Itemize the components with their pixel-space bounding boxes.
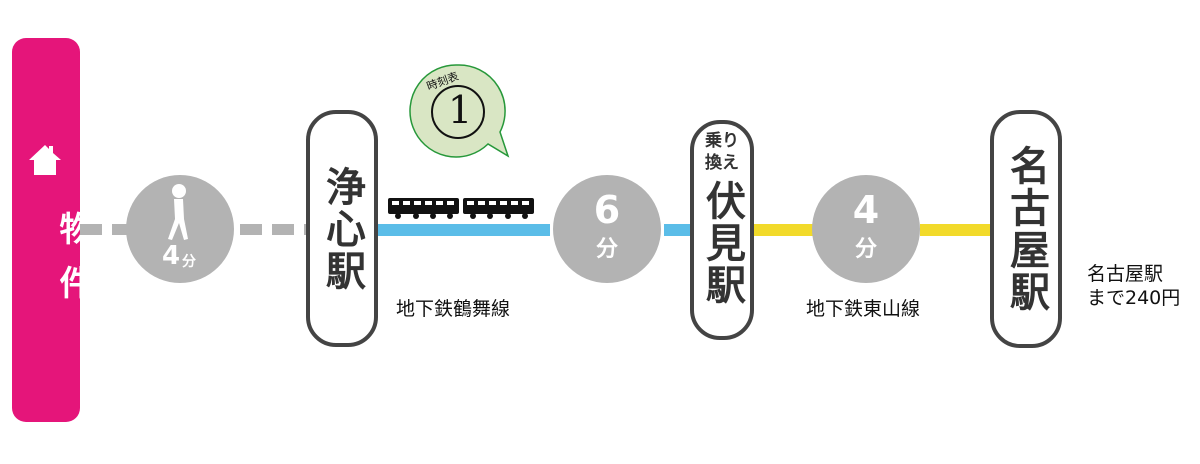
station-fushimi: 乗り換え 伏見駅 bbox=[690, 120, 754, 340]
timetable-number: 1 bbox=[448, 88, 473, 132]
station-joshin: 浄心駅 bbox=[306, 110, 378, 347]
house-icon bbox=[29, 145, 61, 175]
ride-minutes: 6 bbox=[593, 188, 621, 232]
walk-time-circle: 4 分 bbox=[126, 175, 234, 283]
ride-time-circle-2: 4 分 bbox=[812, 175, 920, 283]
higashiyama-line-end bbox=[920, 224, 990, 236]
tsurumai-line-end bbox=[664, 224, 690, 236]
train-icon bbox=[388, 198, 534, 219]
ride-time-circle-1: 6 分 bbox=[553, 175, 661, 283]
fare-line-1: 名古屋駅 bbox=[1087, 263, 1164, 285]
tsurumai-line bbox=[378, 224, 550, 236]
walk-minutes: 4 bbox=[162, 241, 181, 271]
ride-minutes: 4 bbox=[852, 188, 880, 232]
fare-info: 名古屋駅 まで240円 bbox=[1087, 262, 1180, 310]
walking-person-icon bbox=[168, 184, 188, 240]
ride-unit: 分 bbox=[595, 237, 618, 262]
timetable-bubble[interactable] bbox=[408, 62, 513, 160]
transfer-label: 乗り換え bbox=[705, 131, 739, 173]
origin-bar bbox=[12, 38, 80, 422]
walk-unit: 分 bbox=[182, 254, 196, 270]
station-nagoya: 名古屋駅 bbox=[990, 110, 1062, 348]
station-name: 浄心駅 bbox=[319, 165, 365, 292]
station-name: 伏見駅 bbox=[699, 180, 745, 306]
line-name-higashiyama: 地下鉄東山線 bbox=[806, 298, 921, 320]
origin-label: 物件 bbox=[53, 211, 93, 319]
higashiyama-line bbox=[754, 224, 814, 236]
line-name-tsurumai: 地下鉄鶴舞線 bbox=[396, 298, 511, 320]
ride-unit: 分 bbox=[854, 237, 877, 262]
fare-line-2: まで240円 bbox=[1087, 287, 1181, 309]
station-name: 名古屋駅 bbox=[1003, 145, 1049, 313]
